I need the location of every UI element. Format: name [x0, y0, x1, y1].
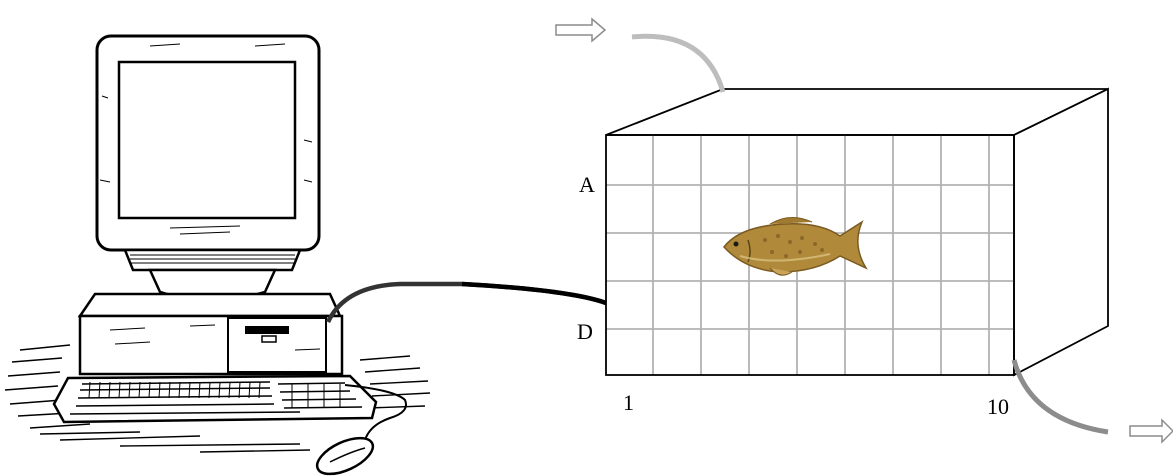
row-label-a: A: [579, 172, 595, 197]
fish-icon: [723, 217, 868, 276]
outflow-pipe: [1011, 359, 1109, 435]
desktop-computer-icon: [4, 34, 431, 476]
inflow-arrow-icon: [555, 17, 607, 43]
outflow-arrow-icon: [1129, 418, 1173, 444]
row-label-d: D: [577, 319, 593, 344]
column-label-first: 1: [623, 390, 634, 415]
column-label-last: 10: [987, 394, 1009, 419]
inflow-pipe: [631, 33, 726, 93]
data-cable: [325, 281, 607, 324]
